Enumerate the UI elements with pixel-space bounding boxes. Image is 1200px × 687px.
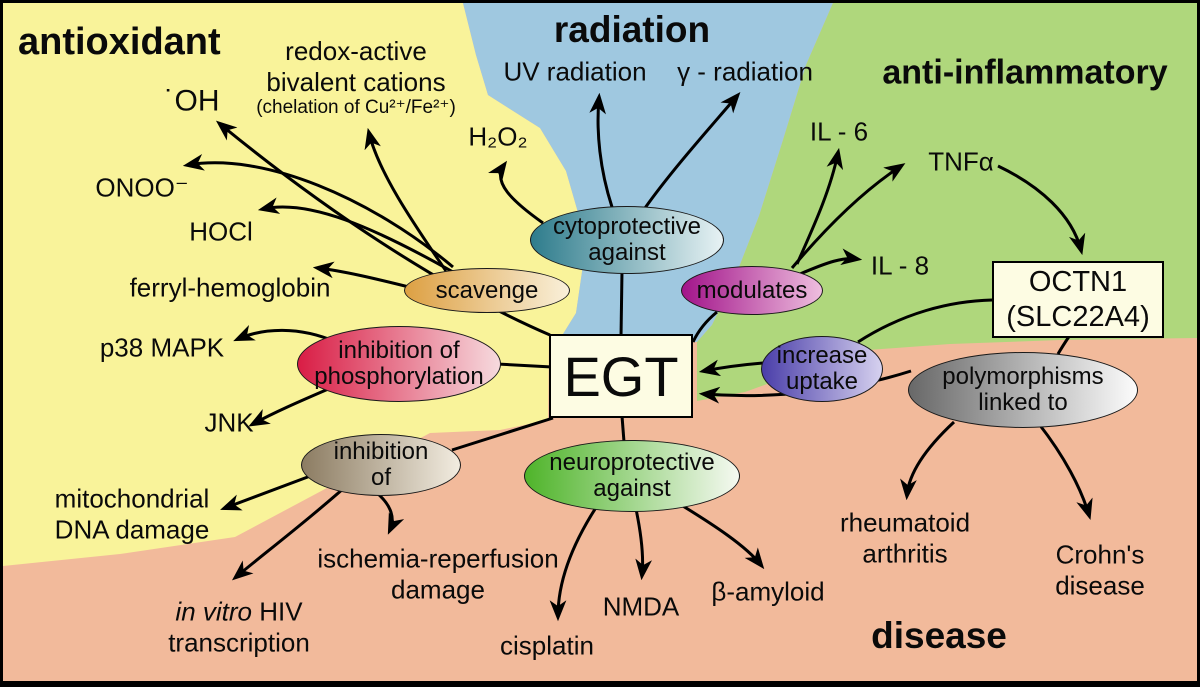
label-invitro-hiv-transcription: in vitro HIV transcription xyxy=(168,596,310,657)
label-il6: IL - 6 xyxy=(809,116,869,147)
line-egt-inhibition-of xyxy=(451,416,554,452)
arrow-uptake-egt xyxy=(698,359,764,377)
title-disease: disease xyxy=(871,615,1007,656)
label-p38-mapk: p38 MAPK xyxy=(99,332,225,363)
arrow-modulates-tnfa xyxy=(790,163,906,269)
line-egt-inhibition-phosphorylation xyxy=(496,362,553,369)
label-cisplatin: cisplatin xyxy=(500,630,594,661)
label-tnfa: TNFα xyxy=(928,146,994,177)
arrow-inhibof-mito xyxy=(220,473,314,511)
label-onoo: ONOO⁻ xyxy=(95,172,189,203)
arrow-neuro-nmda xyxy=(634,508,652,581)
line-modulates-egt xyxy=(691,310,718,343)
arrow-inhibphos-jnk xyxy=(248,385,334,427)
label-redox-line1: redox-active xyxy=(285,36,427,67)
label-redox-active-cations: redox-active bivalent cations (chelation… xyxy=(256,36,456,120)
arrow-modulates-il8 xyxy=(799,248,863,276)
line-neuroprotective-egt xyxy=(620,415,626,443)
label-rheumatoid-arthritis: rheumatoid arthritis xyxy=(839,507,971,568)
label-hydroxyl-radical: ˙OH xyxy=(164,84,220,118)
arrow-cytoprotective-h2o2 xyxy=(488,160,544,225)
region-radiation xyxy=(463,3,833,342)
arrow-scavenge-oh xyxy=(215,120,551,337)
title-anti-inflammatory: anti-inflammatory xyxy=(882,53,1168,92)
label-hocl: HOCl xyxy=(189,216,253,247)
arrow-poly-crohns xyxy=(1037,423,1093,521)
node-scavenge: scavenge xyxy=(404,268,570,313)
arrow-modulates-il6 xyxy=(795,147,844,265)
arrow-scavenge-redox xyxy=(364,127,448,272)
title-radiation: radiation xyxy=(553,9,711,50)
arrow-scavenge-onoo xyxy=(182,154,454,269)
arrow-cytoprotective-gamma xyxy=(643,92,741,209)
label-mitochondrial-dna-damage: mitochondrial DNA damage xyxy=(54,483,210,544)
label-chelation: (chelation of Cu²⁺/Fe²⁺) xyxy=(256,97,456,119)
arrow-neuro-bamyloid xyxy=(677,501,765,570)
label-ferryl-hemoglobin: ferryl-hemoglobin xyxy=(129,272,331,303)
arrow-tnfa-octn1 xyxy=(997,164,1086,256)
region-background xyxy=(3,3,1197,681)
label-redox-line2: bivalent cations xyxy=(266,66,446,97)
label-beta-amyloid: β-amyloid xyxy=(711,576,825,607)
arrow-scavenge-hocl xyxy=(257,197,454,274)
label-jnk: JNK xyxy=(204,407,254,438)
label-il8: IL - 8 xyxy=(870,250,930,281)
arrow-cytoprotective-uv xyxy=(589,92,614,208)
label-crohns-disease: Crohn's disease xyxy=(1055,539,1145,600)
egt-box: EGT xyxy=(549,334,693,418)
node-modulates: modulates xyxy=(681,266,823,315)
label-nmda: NMDA xyxy=(602,591,680,622)
arrow-neuro-cisplatin xyxy=(549,505,599,622)
octn1-box: OCTN1(SLC22A4) xyxy=(992,261,1164,338)
label-h2o2: H₂O₂ xyxy=(468,121,528,152)
region-antioxidant xyxy=(3,3,583,566)
egt-label: EGT xyxy=(563,344,679,408)
title-antioxidant: antioxidant xyxy=(18,21,221,63)
arrow-scavenge-ferryl xyxy=(312,261,414,290)
label-ischemia-reperfusion: ischemia-reperfusion damage xyxy=(317,543,559,604)
line-increase-uptake-octn1 xyxy=(857,298,993,344)
label-gamma-radiation: γ - radiation xyxy=(677,56,813,87)
label-uv-radiation: UV radiation xyxy=(503,56,647,87)
arrow-poly-rheumatoid xyxy=(900,420,956,501)
arrow-inhibof-ischemia xyxy=(376,491,405,535)
line-cytoprotective-egt xyxy=(619,270,624,338)
